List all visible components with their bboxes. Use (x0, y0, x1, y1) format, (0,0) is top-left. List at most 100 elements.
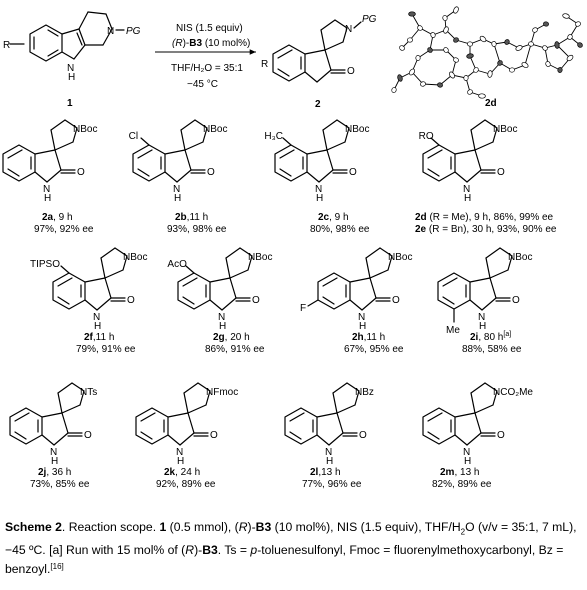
crystal-atom (509, 67, 515, 73)
compound-result-label: 88%, 58% ee (462, 344, 522, 355)
nh-h-label: H (479, 321, 486, 332)
o-label: O (512, 295, 520, 306)
crystal-atom (449, 71, 455, 79)
product-number: 2 (315, 99, 321, 110)
substituent-label: RO (419, 131, 434, 142)
crystal-atom (443, 47, 449, 53)
condition-catalyst: (R)-B3 (10 mol%) (172, 38, 250, 49)
crystal-atom (467, 41, 473, 47)
crystal-atom (417, 25, 423, 31)
o-label: O (359, 430, 367, 441)
compound-time-label: 2i, 80 h[a] (470, 331, 511, 343)
crystal-atom (575, 21, 581, 27)
nh-h-label: H (68, 72, 75, 83)
protecting-group-label: NBoc (493, 124, 517, 135)
caption-title: Scheme 2 (5, 520, 62, 534)
crystal-atom (443, 26, 449, 34)
nh-n-label: N (218, 312, 225, 323)
nh-h-label: H (174, 193, 181, 204)
protecting-group-label: NBz (355, 387, 374, 398)
crystal-atom (515, 45, 523, 51)
crystal-atom (567, 34, 573, 40)
o-label: O (497, 430, 505, 441)
nh-h-label: H (94, 321, 101, 332)
crystal-atom (397, 74, 403, 82)
compound-time-label: 2l,13 h (310, 467, 341, 478)
crystal-atom (577, 42, 583, 48)
compound-time-label: 2j, 36 h (38, 467, 71, 478)
substituent-label: TIPSO (30, 259, 60, 270)
o-label: O (210, 430, 218, 441)
crystal-atom (466, 53, 474, 59)
o-label: O (252, 295, 260, 306)
protecting-group-label: NCO₂Me (493, 387, 533, 398)
crystal-atom (545, 61, 551, 67)
reactant-1: R N PG N H 1 (3, 11, 141, 109)
crystal-atom (442, 15, 448, 21)
compound-result-label: 79%, 91% ee (76, 344, 136, 355)
crystal-atom (399, 45, 405, 51)
crystal-atom (420, 81, 426, 87)
compound-time-label: 2f,11 h (84, 332, 114, 343)
substituent-label: F (300, 303, 306, 314)
protecting-group-label: NBoc (388, 252, 412, 263)
substituent-label: AcO (167, 259, 187, 270)
nh-n-label: N (478, 312, 485, 323)
n-label: N (345, 24, 352, 35)
crystal-number: 2d (485, 98, 497, 109)
crystal-atom (487, 70, 493, 78)
crystal-atom (521, 62, 529, 68)
compound-result-label: 86%, 91% ee (205, 344, 265, 355)
n-label: N (107, 26, 114, 37)
reaction-scheme: R N PG N H 1 NIS (1.5 equiv) (R)-B3 (10 … (2, 6, 583, 490)
compound-time-label: 2e (R = Bn), 30 h, 93%, 90% ee (415, 224, 557, 235)
compound-result-label: 97%, 92% ee (34, 224, 94, 235)
compound-result-label: 77%, 96% ee (302, 479, 362, 490)
nh-n-label: N (315, 184, 322, 195)
crystal-atom (542, 45, 548, 51)
crystal-atom (453, 6, 459, 14)
nh-h-label: H (44, 193, 51, 204)
o-label: O (77, 167, 85, 178)
protecting-group-label: NBoc (73, 124, 97, 135)
compound-result-label: 73%, 85% ee (30, 479, 90, 490)
compound-result-label: 92%, 89% ee (156, 479, 216, 490)
protecting-group-label: NBoc (248, 252, 272, 263)
nh-h-label: H (464, 456, 471, 467)
nh-h-label: H (51, 456, 58, 467)
crystal-atom (478, 93, 486, 99)
crystal-atom (430, 32, 436, 38)
compound-time-label: 2a, 9 h (42, 212, 73, 223)
crystal-atom (407, 37, 413, 43)
substituent-label: H₃C (264, 131, 283, 142)
r-group-label: R (3, 40, 10, 51)
nh-n-label: N (43, 184, 50, 195)
protecting-group-label: NFmoc (206, 387, 238, 398)
crystal-atom (554, 41, 560, 49)
crystal-atom (437, 82, 443, 88)
crystal-atom (453, 37, 459, 43)
scheme-caption: Scheme 2. Reaction scope. 1 (0.5 mmol), … (5, 520, 577, 577)
nh-h-label: H (464, 193, 471, 204)
crystal-atom (453, 57, 459, 63)
crystal-atom (408, 68, 416, 76)
crystal-atom (497, 60, 503, 66)
condition-nis: NIS (1.5 equiv) (176, 23, 243, 34)
condition-temp: −45 °C (187, 79, 218, 90)
o-label: O (349, 167, 357, 178)
nh-n-label: N (358, 312, 365, 323)
nh-h-label: H (177, 456, 184, 467)
compound-result-label: 82%, 89% ee (432, 479, 492, 490)
